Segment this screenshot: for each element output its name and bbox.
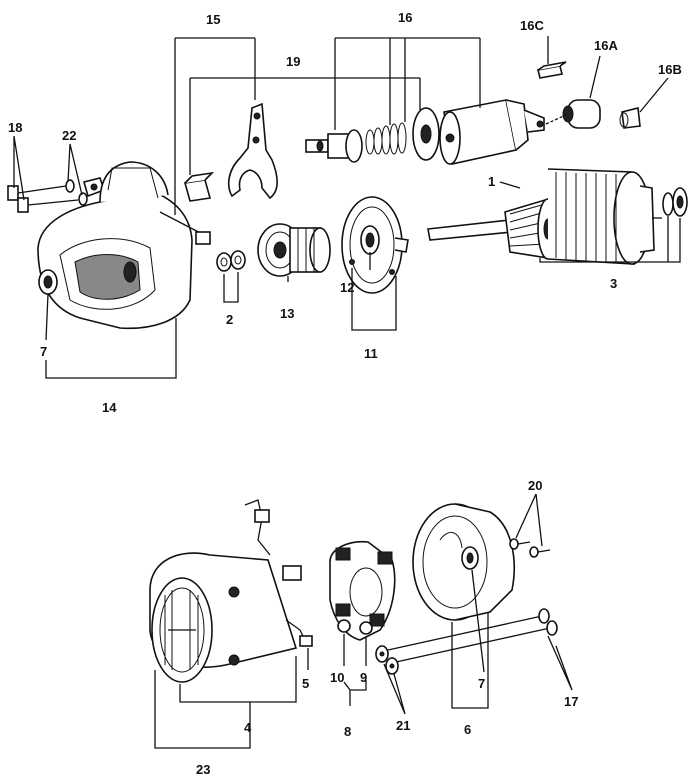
solenoid-body-16: [439, 99, 545, 165]
armature-washers-3: [662, 187, 688, 217]
solenoid-contact-16c: [537, 61, 567, 79]
callout-10: 10: [330, 670, 344, 685]
thrust-washers-2: [216, 250, 246, 272]
callout-20: 20: [528, 478, 542, 493]
callout-19: 19: [286, 54, 300, 69]
callout-16: 16: [398, 10, 412, 25]
callout-21: 21: [396, 718, 410, 733]
pivot-block-19: [183, 171, 215, 202]
callout-2: 2: [226, 312, 233, 327]
screws-20: [509, 538, 551, 558]
intermediate-bearing-plate-11: [341, 196, 409, 294]
drive-end-housing-14: [37, 161, 211, 330]
shift-lever-fork-15: [227, 102, 278, 200]
callout-7-top: 7: [40, 344, 47, 359]
callout-16a: 16A: [594, 38, 618, 53]
leader-lines: [13, 36, 681, 749]
solenoid-plunger-16: [305, 129, 363, 163]
brush-holder-plate-8: [329, 540, 396, 641]
callout-13: 13: [280, 306, 294, 321]
callout-16c: 16C: [520, 18, 544, 33]
callout-4: 4: [244, 720, 252, 735]
commutator-end-cover-6: [412, 503, 515, 621]
return-spring-16: [365, 122, 407, 155]
lock-washer-22: [65, 179, 88, 206]
callout-17: 17: [564, 694, 578, 709]
brush-springs-9-10: [337, 619, 373, 635]
callout-7-bottom: 7: [478, 676, 485, 691]
through-bolts-17: [387, 608, 558, 663]
callout-8: 8: [344, 724, 351, 739]
armature-1: [427, 168, 662, 265]
callout-16b: 16B: [658, 62, 682, 77]
callout-14: 14: [102, 400, 117, 415]
callout-12: 12: [340, 280, 354, 295]
callout-9: 9: [360, 670, 367, 685]
terminal-nut-16b: [619, 107, 641, 129]
solenoid-cover-disc-16: [412, 107, 440, 161]
callout-6: 6: [464, 722, 471, 737]
through-bolt-18: [7, 185, 79, 213]
callout-23: 23: [196, 762, 210, 777]
callout-22: 22: [62, 128, 76, 143]
callout-1: 1: [488, 174, 495, 189]
callout-5: 5: [302, 676, 309, 691]
callout-15: 15: [206, 12, 220, 27]
field-frame-23: [149, 499, 313, 683]
callout-labels: 15 16 16C 16A 16B 19 18 22 1 3 12 2 13 1…: [8, 10, 682, 777]
insulating-washers-21: [375, 645, 399, 675]
callout-11: 11: [364, 346, 378, 361]
drive-pinion-13: [257, 223, 331, 277]
callout-3: 3: [610, 276, 617, 291]
callout-18: 18: [8, 120, 22, 135]
solenoid-cap-16a: [562, 99, 601, 129]
